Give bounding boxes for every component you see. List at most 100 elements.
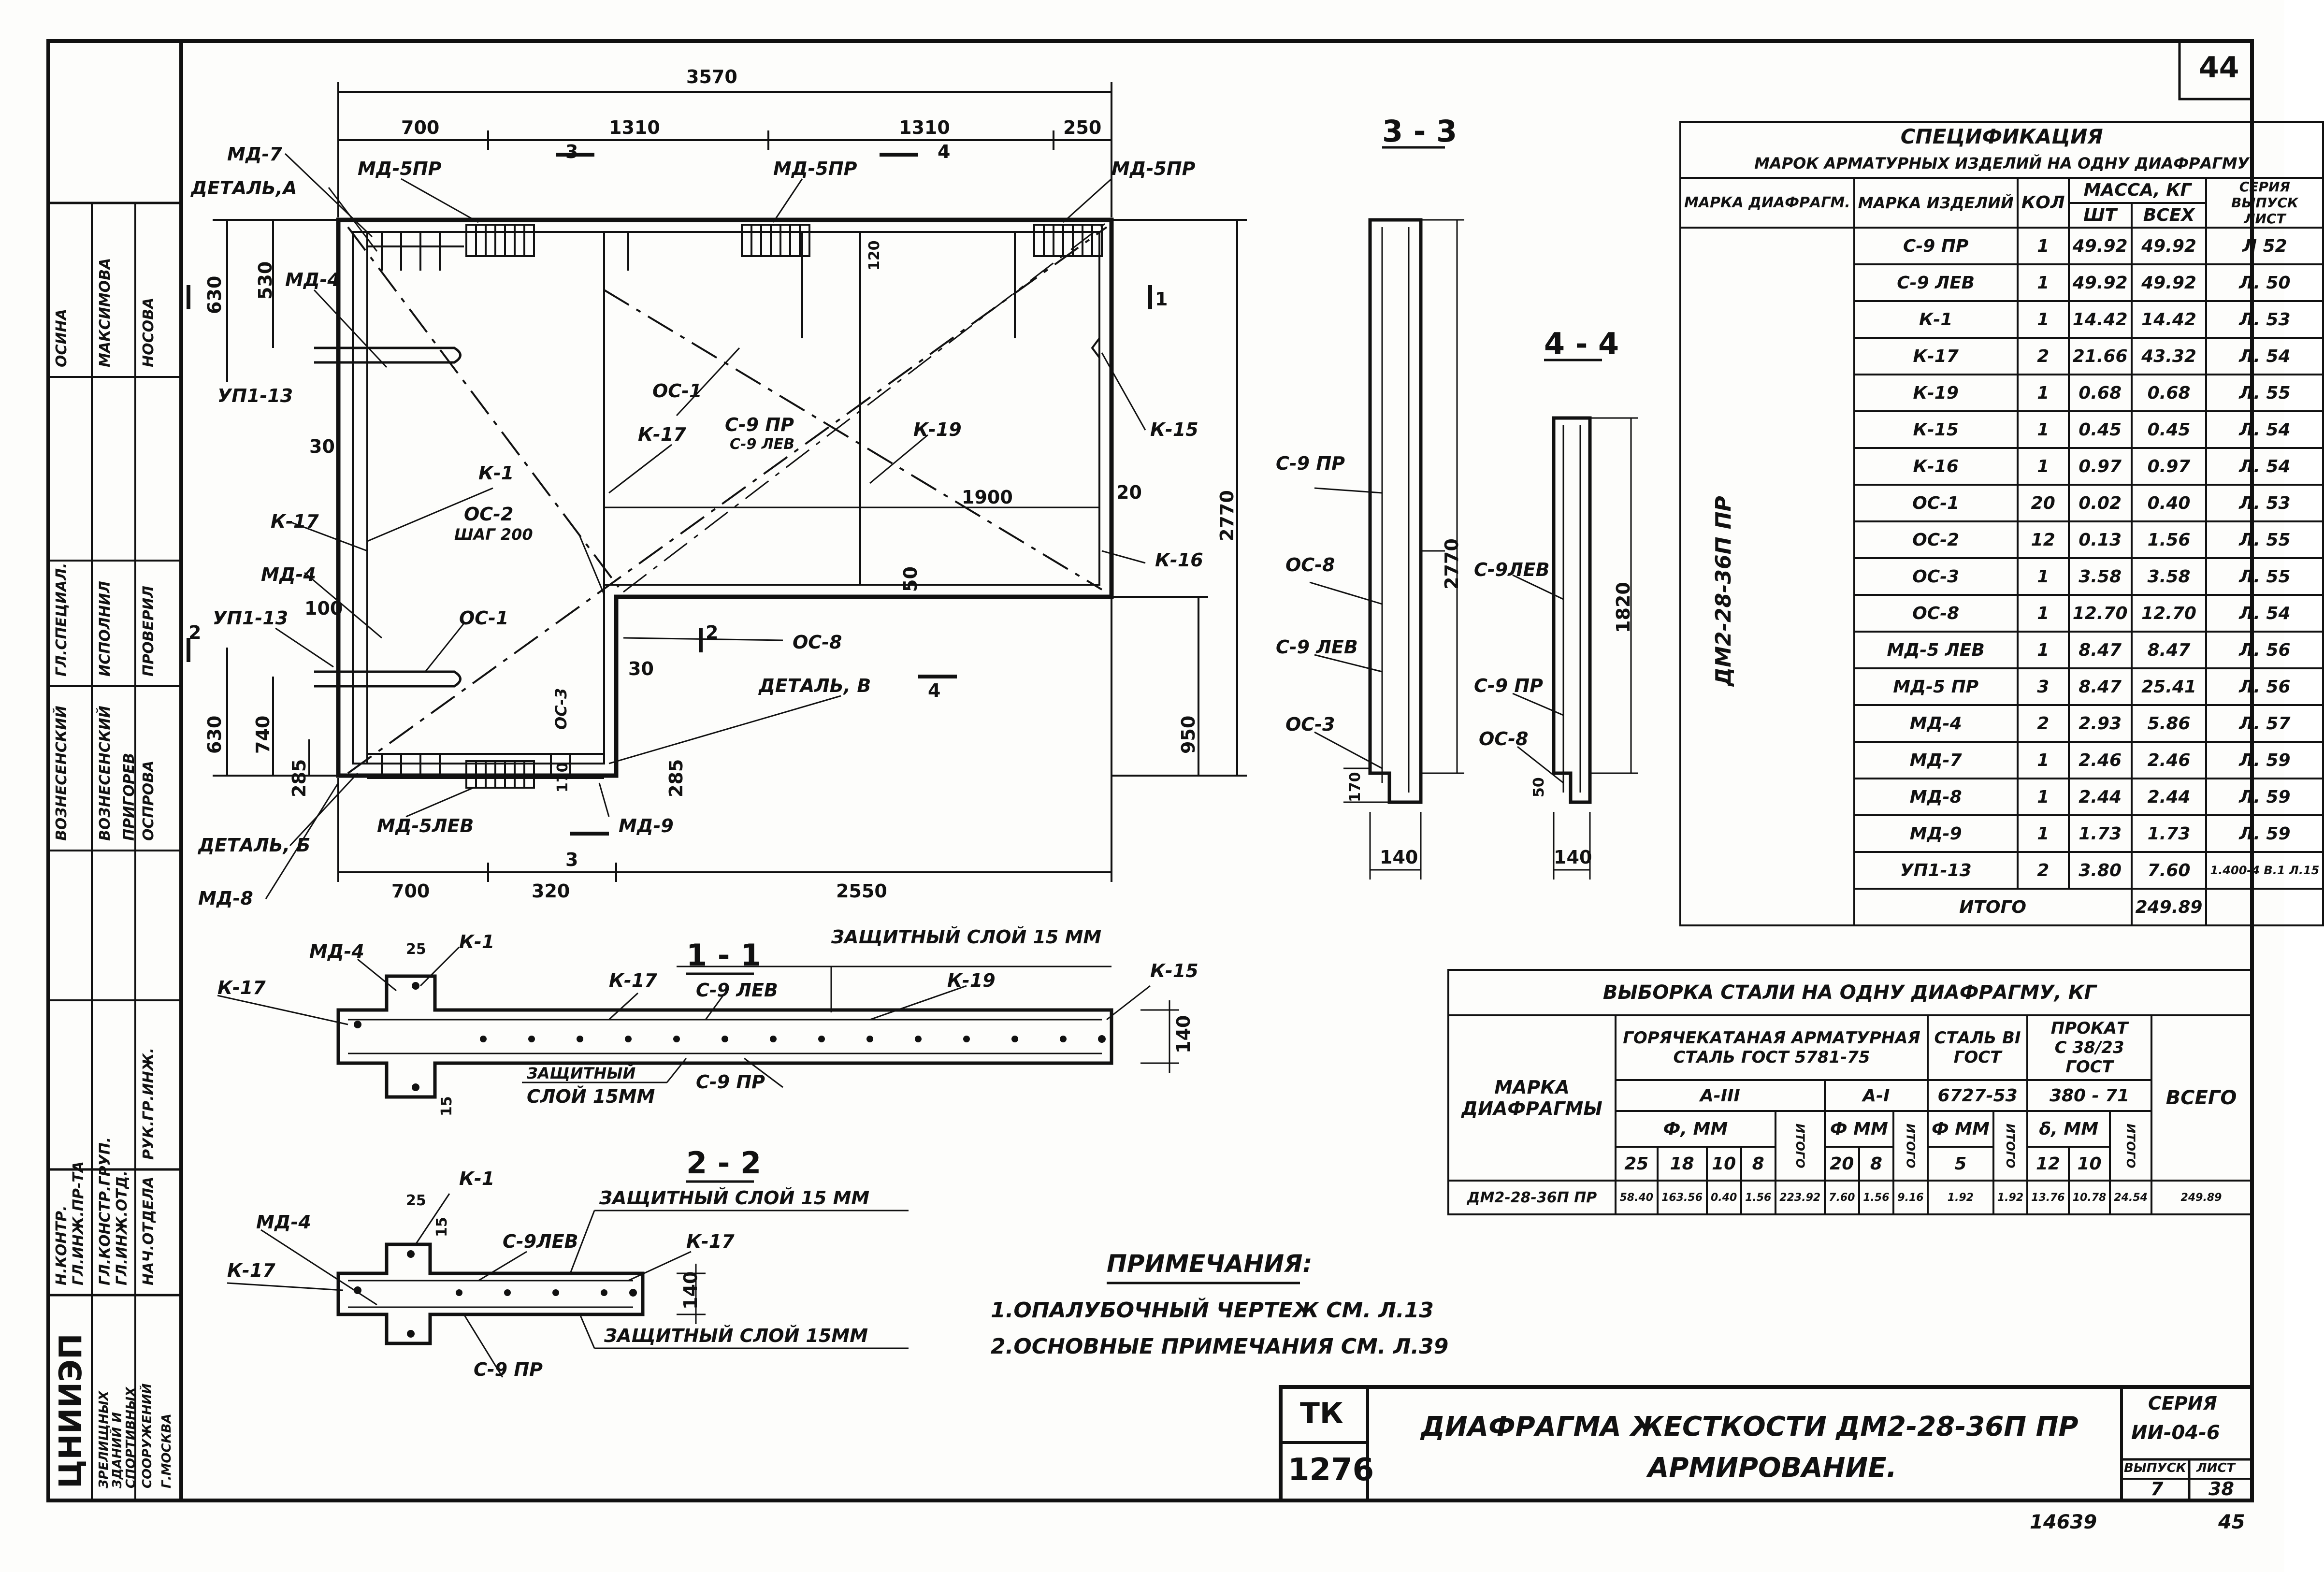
sel-diam: 8: [1740, 1146, 1776, 1182]
label: С-9 ПР: [474, 1359, 543, 1380]
spec-cell: МД-7: [1853, 741, 2019, 779]
label-up1-13: УП1-13: [213, 607, 289, 629]
spec-header: МАССА, КГ: [2067, 177, 2208, 204]
label-cover: ЗАЩИТНЫЙ СЛОЙ 15 ММ: [599, 1187, 870, 1209]
dim: 740: [252, 715, 274, 754]
spec-cell: Л. 55: [2205, 557, 2324, 596]
spec-cell: 0.45: [2067, 410, 2133, 449]
stamp-role: ГЛ.ИНЖ.ПР-ТА: [70, 1161, 87, 1285]
sel-diam: 20: [1823, 1146, 1860, 1182]
sel-header: А-I: [1823, 1079, 1929, 1112]
institute-line: ЗДАНИЙ И: [110, 1412, 125, 1488]
sel-header: ИТОГО: [2109, 1110, 2152, 1182]
sel-header: 380 - 71: [2026, 1079, 2152, 1112]
spec-cell: 8.47: [2067, 631, 2133, 669]
label: К-17: [686, 1231, 735, 1252]
spec-cell: 1: [2016, 814, 2070, 853]
spec-cell: К-15: [1853, 410, 2019, 449]
bottom-page: 45: [2218, 1511, 2245, 1533]
dim: 170: [554, 762, 571, 793]
spec-cell: 2.44: [2067, 778, 2133, 816]
spec-cell: Л. 54: [2205, 594, 2324, 633]
label: С-9 ЛЕВ: [696, 980, 778, 1001]
label-md9: МД-9: [619, 815, 674, 836]
sel-value: 163.56: [1656, 1180, 1708, 1215]
label: С-9ЛЕВ: [503, 1231, 578, 1252]
spec-cell: 12.70: [2130, 594, 2208, 633]
title-series-label: СЕРИЯ: [2148, 1393, 2217, 1414]
sel-value: 0.40: [1705, 1180, 1742, 1215]
sel-value: 1.56: [1740, 1180, 1776, 1215]
stamp-role: РУК.ГР.ИНЖ.: [140, 1048, 157, 1160]
spec-cell: 14.42: [2130, 300, 2208, 339]
stamp-name: МАКСИМОВА: [97, 258, 114, 367]
spec-cell: 5.86: [2130, 704, 2208, 743]
spec-cell: 2.44: [2130, 778, 2208, 816]
label-cover: ЗАЩИТНЫЙ: [527, 1064, 636, 1082]
label-md5lev: МД-5ЛЕВ: [377, 815, 474, 836]
label-step: ШАГ 200: [454, 525, 533, 544]
section-title-1-1: 1 - 1: [686, 937, 762, 973]
dim: 2770: [1216, 490, 1238, 541]
dim: 950: [1178, 715, 1199, 754]
spec-cell: 1.73: [2130, 814, 2208, 853]
spec-cell: 0.40: [2130, 484, 2208, 522]
institute-line: Г.МОСКВА: [159, 1413, 174, 1488]
sel-diam: 18: [1656, 1146, 1708, 1182]
spec-cell: С-9 ПР: [1853, 227, 2019, 265]
spec-cell: Л. 56: [2205, 667, 2324, 706]
label-md4: МД-4: [285, 269, 340, 290]
spec-cell: 0.97: [2067, 447, 2133, 486]
sel-header: ВСЕГО: [2151, 1014, 2252, 1182]
dim: 140: [1554, 847, 1592, 868]
spec-cell: 0.02: [2067, 484, 2133, 522]
dim: 1900: [962, 487, 1013, 508]
dim: 30: [309, 436, 335, 457]
spec-cell: МД-8: [1853, 778, 2019, 816]
spec-cell: 0.45: [2130, 410, 2208, 449]
dim: 320: [532, 880, 570, 902]
stamp-name: НОСОВА: [140, 297, 157, 367]
spec-subtitle: МАРОК АРМАТУРНЫХ ИЗДЕЛИЙ НА ОДНУ ДИАФРАГ…: [1679, 150, 2324, 179]
spec-cell: Л. 56: [2205, 631, 2324, 669]
spec-cell: 1.73: [2067, 814, 2133, 853]
sel-value: 58.40: [1615, 1180, 1659, 1215]
spec-cell: Л. 54: [2205, 447, 2324, 486]
spec-diaphragm-mark: ДМ2-28-36П ПР: [1711, 496, 1736, 686]
sel-header: Ф, ММ: [1615, 1110, 1776, 1148]
stamp-name: ВОЗНЕСЕНСКИЙ: [53, 706, 70, 841]
spec-cell: 0.13: [2067, 520, 2133, 559]
spec-cell: 1: [2016, 631, 2070, 669]
title-sheet-label: ЛИСТ: [2196, 1461, 2236, 1475]
spec-header: КОЛ: [2016, 177, 2070, 229]
label-md5pr: МД-5ПР: [773, 158, 857, 179]
spec-cell: 49.92: [2067, 227, 2133, 265]
label-detail-a: ДЕТАЛЬ,А: [191, 177, 297, 199]
label-c9lev: С-9 ЛЕВ: [730, 436, 795, 453]
sel-diam: 10: [1705, 1146, 1742, 1182]
spec-empty: [2205, 888, 2324, 926]
sel-header: МАРКА ДИАФРАГМЫ: [1447, 1014, 1617, 1182]
dim: 2550: [836, 880, 887, 902]
dim: 2770: [1441, 538, 1462, 590]
dim: 630: [204, 715, 225, 754]
dim: 170: [1347, 772, 1364, 802]
spec-total-label: ИТОГО: [1853, 888, 2133, 926]
title-tk: ТК: [1300, 1397, 1343, 1430]
stamp-role: НАЧ.ОТДЕЛА: [140, 1176, 157, 1285]
label: ОС-3: [1285, 714, 1335, 735]
sel-diam: 5: [1926, 1146, 1994, 1182]
stamp-name: ПРОВЕРИЛ: [140, 586, 157, 677]
cut-mark: 4: [928, 680, 941, 701]
section-3-3-lines: [1309, 218, 1464, 880]
spec-total: 249.89: [2130, 888, 2208, 926]
label: С-9 ЛЕВ: [1276, 636, 1358, 658]
institute-line: СООРУЖЕНИЙ: [140, 1383, 155, 1488]
note-item: 2.ОСНОВНЫЕ ПРИМЕЧАНИЯ СМ. Л.39: [991, 1334, 1449, 1359]
spec-cell: 2.93: [2067, 704, 2133, 743]
